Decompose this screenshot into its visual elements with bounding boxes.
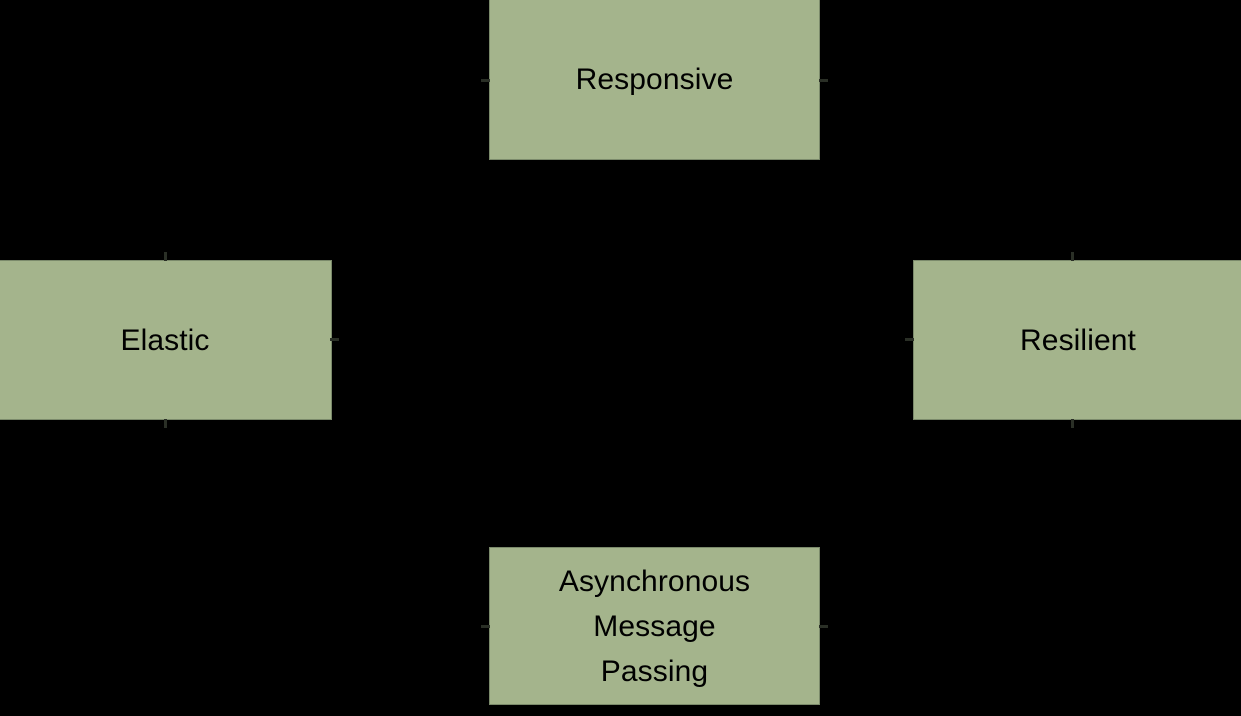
connector-elastic-top bbox=[164, 252, 167, 261]
node-asynchronous-message-passing[interactable]: Asynchronous Message Passing bbox=[489, 547, 820, 705]
connector-resilient-top bbox=[1071, 252, 1074, 261]
connector-elastic-bottom bbox=[164, 419, 167, 428]
node-elastic-label: Elastic bbox=[120, 323, 210, 357]
node-responsive[interactable]: Responsive bbox=[489, 0, 820, 160]
node-elastic[interactable]: Elastic bbox=[0, 260, 332, 420]
connector-async-right bbox=[819, 625, 828, 628]
node-responsive-label: Responsive bbox=[575, 62, 734, 96]
connector-async-left bbox=[481, 625, 490, 628]
connector-responsive-left bbox=[481, 79, 490, 82]
node-resilient-label: Resilient bbox=[1020, 323, 1136, 357]
connector-responsive-right bbox=[819, 79, 828, 82]
node-asynchronous-message-passing-label: Asynchronous Message Passing bbox=[558, 564, 751, 688]
connector-elastic-right bbox=[330, 338, 339, 341]
node-resilient[interactable]: Resilient bbox=[913, 260, 1241, 420]
connector-resilient-left bbox=[905, 338, 914, 341]
connector-resilient-bottom bbox=[1071, 419, 1074, 428]
